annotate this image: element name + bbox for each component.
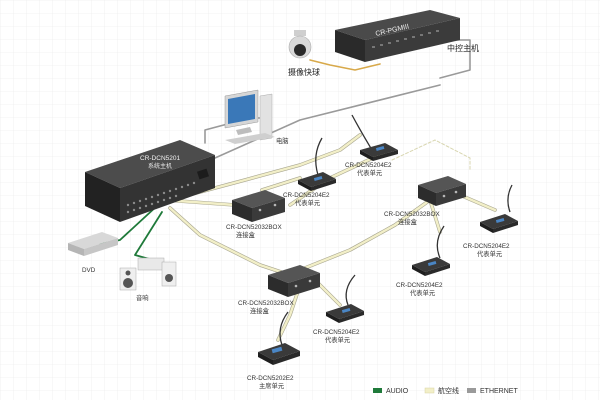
box3-model: CR-DCN52032BOX <box>238 300 294 307</box>
legend-ethernet-swatch <box>467 388 476 393</box>
camera-control-cable <box>309 59 381 71</box>
unit-low <box>326 274 364 323</box>
main-host-name: 系统主机 <box>148 162 172 170</box>
box1-model: CR-DCN52032BOX <box>226 224 282 231</box>
dvd-player <box>68 232 118 256</box>
chairman-unit <box>258 311 300 365</box>
legend-audio-swatch <box>373 388 382 393</box>
legend-aviation-label: 航空线 <box>438 386 459 395</box>
legend-ethernet-label: ETHERNET <box>480 388 518 395</box>
legend-audio-label: AUDIO <box>386 388 409 395</box>
ethernet-host-to-control <box>214 84 441 159</box>
main-host <box>85 140 215 222</box>
box1 <box>232 190 285 222</box>
unit-rmid-model: CR-DCN5204E2 <box>396 282 443 289</box>
box2-model: CR-DCN52032BOX <box>384 211 440 218</box>
dvd-label: DVD <box>82 267 96 274</box>
unit-low-name: 代表单元 <box>325 335 351 344</box>
control-host-label: 中控主机 <box>447 43 479 53</box>
box1-name: 连接盒 <box>236 230 256 239</box>
camera-dome <box>288 30 312 59</box>
box2 <box>418 176 466 206</box>
chairman-name: 主席单元 <box>259 381 285 390</box>
unit-top-model: CR-DCN5204E2 <box>345 162 392 169</box>
unit-mid <box>298 137 336 191</box>
legend-aviation-swatch <box>424 387 435 394</box>
unit-right-model: CR-DCN5204E2 <box>463 243 510 250</box>
box2-name: 连接盒 <box>398 217 418 226</box>
unit-right <box>480 184 518 233</box>
chairman-model: CR-DCN5202E2 <box>247 375 294 382</box>
control-host: CR-PGMIII <box>335 10 460 62</box>
unit-rmid-name: 代表单元 <box>410 288 436 297</box>
speaker-label: 音响 <box>136 293 149 302</box>
spare-link-dashed <box>391 139 471 171</box>
box3-name: 连接盒 <box>250 306 270 315</box>
unit-right-name: 代表单元 <box>477 249 503 258</box>
unit-rmid <box>412 225 450 276</box>
unit-low-model: CR-DCN5204E2 <box>313 329 360 336</box>
computer-label: 电脑 <box>276 136 289 145</box>
unit-mid-name: 代表单元 <box>295 198 321 207</box>
computer <box>224 89 275 144</box>
unit-top-name: 代表单元 <box>357 168 383 177</box>
unit-top <box>351 114 398 161</box>
legend: AUDIO 航空线 ETHERNET <box>373 386 518 395</box>
unit-mid-model: CR-DCN5204E2 <box>283 192 330 199</box>
speaker-set <box>119 257 177 291</box>
camera-label: 摄像快球 <box>288 67 320 77</box>
main-host-model: CR-DCN5201 <box>140 155 180 162</box>
box3 <box>268 265 320 297</box>
